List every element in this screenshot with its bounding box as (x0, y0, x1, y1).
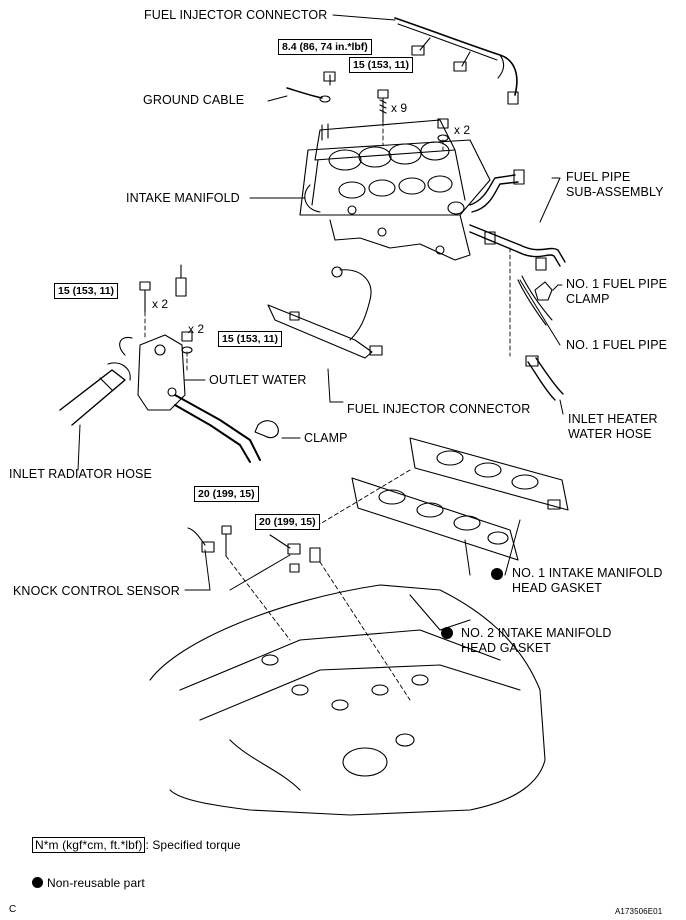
no2-intake-manifold-head-gasket-part (351, 477, 519, 561)
no1-fuel-pipe-clamp-part (534, 281, 553, 301)
label-outlet-water: OUTLET WATER (209, 373, 307, 387)
label-no1-fuel-pipe: NO. 1 FUEL PIPE (566, 338, 668, 352)
label-inlet-radiator-hose: INLET RADIATOR HOSE (9, 467, 152, 481)
fuel-injector-connector-top-part (394, 17, 519, 105)
knock-control-sensor-part (187, 525, 321, 573)
legend-torque-text: : Specified torque (145, 838, 241, 852)
legend-torque: N*m (kgf*cm, ft.*lbf): Specified torque (32, 837, 241, 853)
label-fuel-pipe-line2: SUB-ASSEMBLY (566, 185, 664, 199)
label-intake-manifold: INTAKE MANIFOLD (126, 191, 240, 205)
nonreusable-dot-no2 (441, 627, 453, 639)
label-no1-gasket-line2: HEAD GASKET (512, 581, 603, 595)
footer-letter: C (9, 904, 17, 915)
inlet-heater-water-hose-part (525, 355, 564, 401)
engine-block-part (149, 584, 546, 816)
manifold-nut-part (437, 118, 449, 142)
label-fuel-injector-connector-top: FUEL INJECTOR CONNECTOR (144, 8, 328, 22)
qty-outlet-nuts: x 2 (188, 322, 205, 336)
label-no1-fuel-pipe-clamp-line2: CLAMP (566, 292, 610, 306)
label-no1-gasket-line1: NO. 1 INTAKE MANIFOLD (512, 566, 663, 580)
fuel-injector-connector-mid-part (267, 266, 383, 359)
label-no2-gasket-line2: HEAD GASKET (461, 641, 552, 655)
torque-manifold-bolt: 15 (153, 11) (349, 57, 414, 73)
torque-knock-right: 20 (199, 15) (255, 514, 320, 530)
legend-torque-box: N*m (kgf*cm, ft.*lbf) (32, 837, 146, 853)
label-fuel-injector-connector-mid: FUEL INJECTOR CONNECTOR (347, 402, 531, 416)
intake-manifold-part (299, 119, 491, 261)
torque-outlet-nut: 15 (153, 11) (218, 331, 283, 347)
label-no1-fuel-pipe-clamp-line1: NO. 1 FUEL PIPE (566, 277, 668, 291)
torque-ground-nut: 8.4 (86, 74 in.*lbf) (278, 39, 372, 55)
nonreusable-dot-no1 (491, 568, 503, 580)
legend-nonreusable: Non-reusable part (32, 876, 145, 891)
no1-fuel-pipe-part (517, 275, 553, 326)
no1-intake-manifold-head-gasket-part (409, 437, 569, 511)
label-no2-gasket-line1: NO. 2 INTAKE MANIFOLD (461, 626, 612, 640)
label-clamp: CLAMP (304, 431, 348, 445)
outlet-water-part (137, 334, 261, 463)
label-fuel-pipe-line1: FUEL PIPE (566, 170, 631, 184)
ground-cable-part (286, 71, 336, 103)
clamp-part (254, 420, 279, 439)
alignment-dashes (144, 121, 511, 701)
qty-manifold-bolts: x 9 (391, 101, 408, 115)
legend-nonreusable-text: Non-reusable part (47, 876, 145, 890)
figure-code: A173506E01 (615, 907, 663, 916)
nonreusable-dot-icon (32, 877, 43, 888)
inlet-radiator-hose-part (59, 336, 133, 426)
label-knock-control-sensor: KNOCK CONTROL SENSOR (13, 584, 180, 598)
outlet-bolt-part (139, 264, 187, 313)
manifold-bolt-part (377, 89, 389, 123)
leader-lines (77, 14, 564, 591)
label-inlet-heater-line2: WATER HOSE (568, 427, 652, 441)
label-inlet-heater-line1: INLET HEATER (568, 412, 658, 426)
qty-outlet-bolts: x 2 (152, 297, 169, 311)
qty-manifold-nuts: x 2 (454, 123, 471, 137)
torque-outlet-bolt: 15 (153, 11) (54, 283, 119, 299)
fuel-pipe-sub-assembly-part (469, 169, 566, 271)
label-ground-cable: GROUND CABLE (143, 93, 245, 107)
torque-knock-left: 20 (199, 15) (194, 486, 259, 502)
